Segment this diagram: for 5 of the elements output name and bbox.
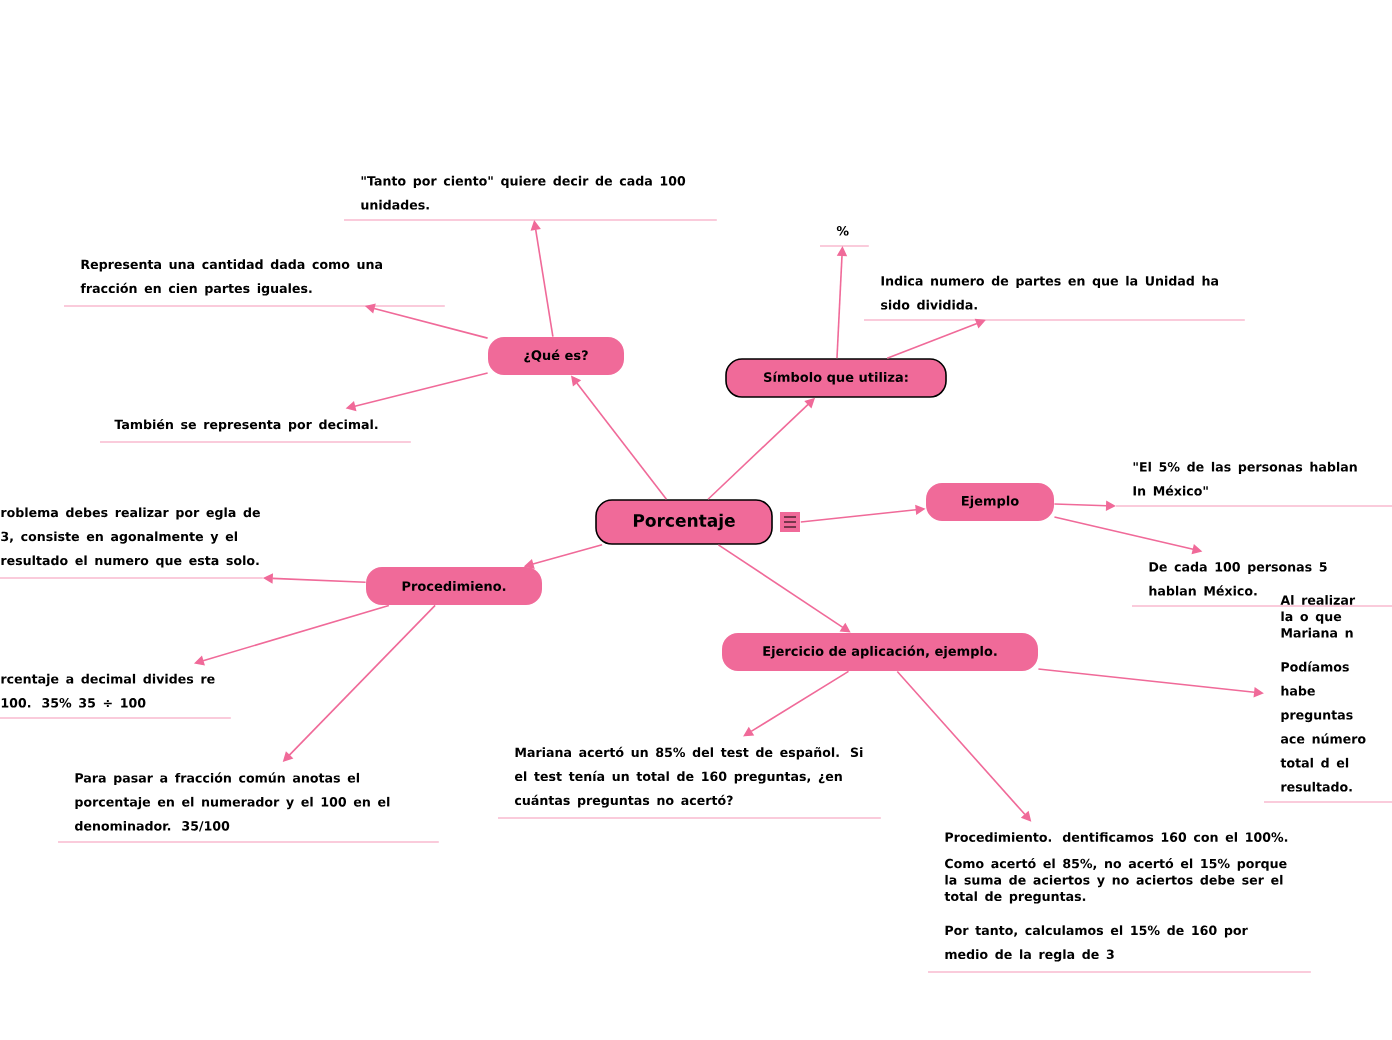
- arrow: [743, 670, 850, 737]
- arrow: [1037, 668, 1264, 698]
- arrow: [530, 220, 554, 338]
- topic-pill: Porcentaje: [595, 499, 773, 545]
- arrow: [717, 544, 851, 633]
